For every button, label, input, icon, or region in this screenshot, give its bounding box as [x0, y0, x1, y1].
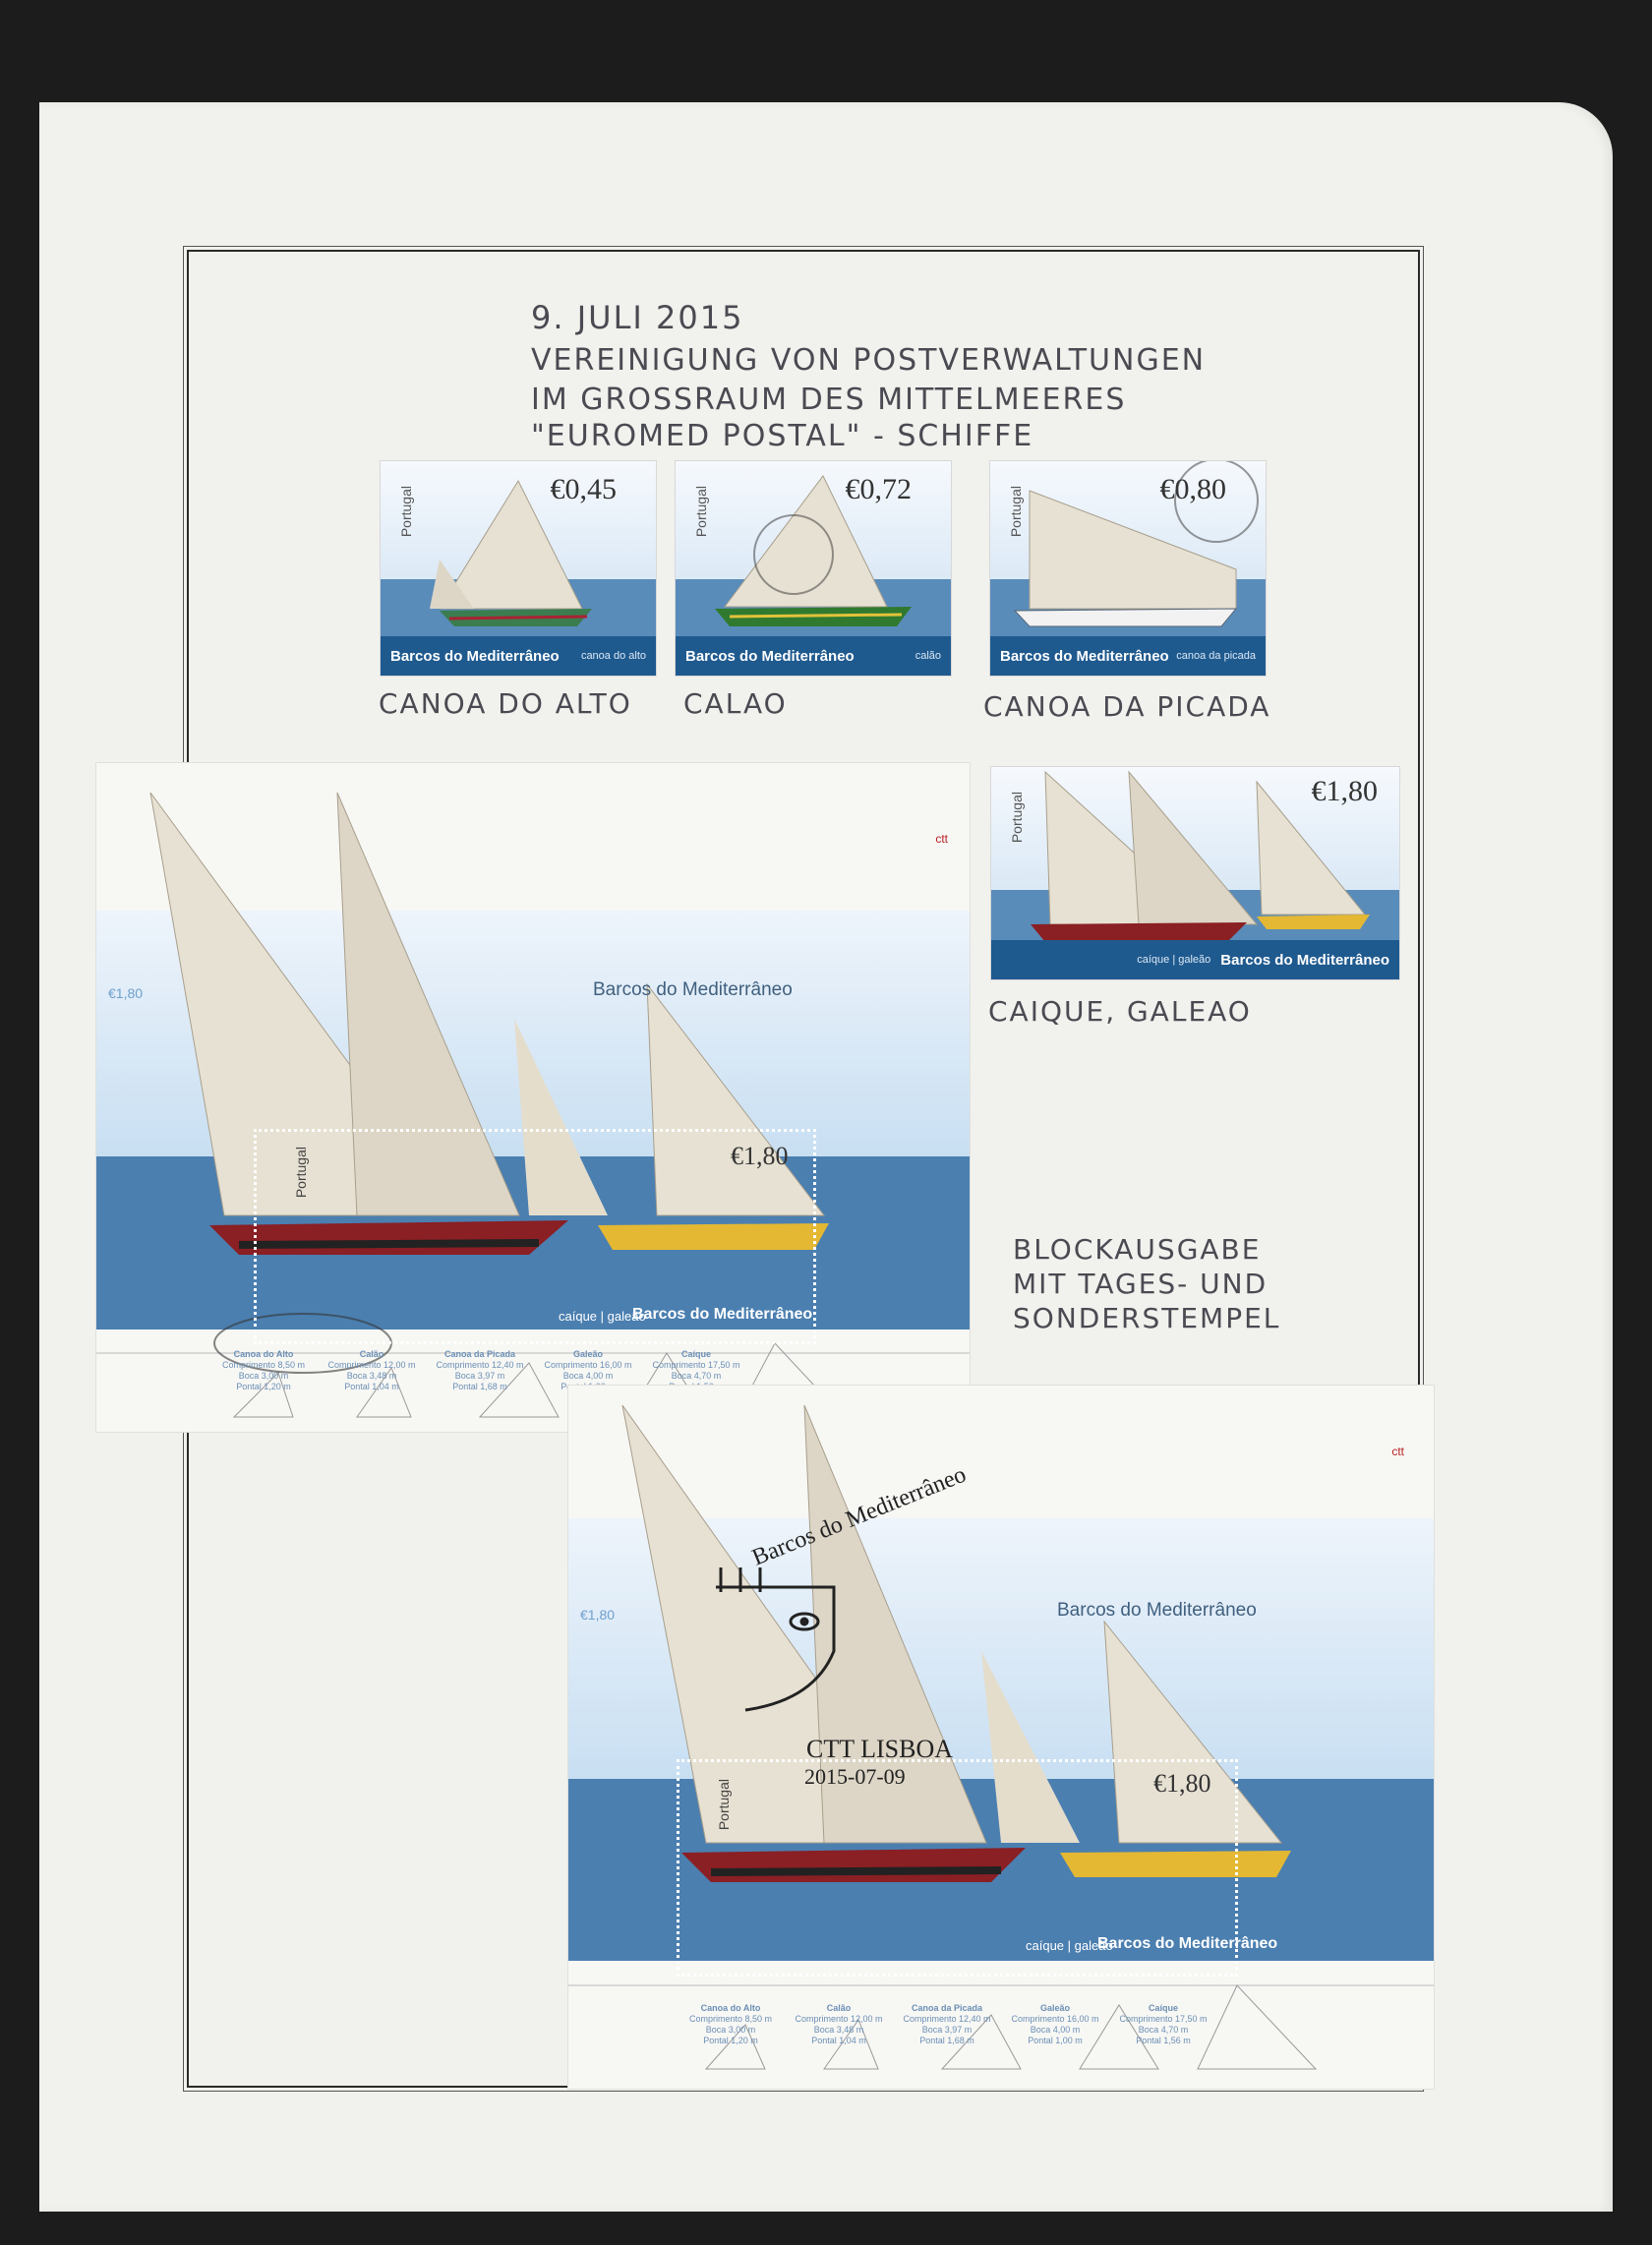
stamp-country: Portugal [693, 486, 709, 538]
stamp-caption: Barcos do Mediterrâneo canoa da picada [990, 636, 1266, 676]
stamp-series: Barcos do Mediterrâneo [390, 647, 560, 665]
inner-stamp-country: Portugal [293, 1147, 309, 1199]
stamp-value: €0,72 [845, 473, 913, 505]
stamp-value: €0,45 [550, 473, 618, 505]
sheet-margin-value: €1,80 [580, 1607, 616, 1623]
album-page: 9. JULI 2015 VEREINIGUNG VON POSTVERWALT… [39, 102, 1613, 2212]
stamp-boat: caíque | galeão [1137, 954, 1211, 966]
stamp-caption: caíque | galeão Barcos do Mediterrâneo [991, 940, 1399, 979]
label-calao: CALAO [683, 687, 788, 720]
sheet-margin-value: €1,80 [108, 985, 144, 1001]
stamp-art [381, 461, 656, 636]
block-note-3: SONDERSTEMPEL [1013, 1302, 1281, 1334]
inner-stamp-perforation [677, 1759, 1238, 1977]
inner-stamp-series: Barcos do Mediterrâneo [632, 1306, 813, 1323]
stamp-country: Portugal [1008, 486, 1024, 538]
stamp-boat: canoa da picada [1176, 650, 1256, 662]
label-caique-galeao: CAIQUE, GALEAO [988, 995, 1252, 1028]
inner-stamp-country: Portugal [716, 1779, 732, 1831]
stamp-art [990, 461, 1266, 636]
inner-stamp-value: €1,80 [731, 1142, 789, 1170]
sheet-art [568, 1404, 1434, 2070]
inner-stamp-series: Barcos do Mediterrâneo [1097, 1935, 1278, 1952]
stamp-boat: canoa do alto [580, 650, 646, 662]
note-date: 9. JULI 2015 [531, 299, 744, 336]
ctt-logo: ctt [1391, 1445, 1404, 1458]
stamp-art [676, 461, 951, 636]
stamp-canoa-do-alto: Portugal €0,45 Barcos do Mediterrâneo ca… [376, 456, 661, 680]
stamp-calao: Portugal €0,72 Barcos do Mediterrâneo ca… [671, 456, 956, 680]
inner-stamp-boat: caíque | galeão [1026, 1938, 1113, 1953]
stamp-value: €1,80 [1311, 775, 1379, 807]
souvenir-sheet-2: ctt €1,80 Barcos do Mediterrâneo Portuga… [568, 1386, 1434, 2089]
stamp-value: €0,80 [1159, 473, 1227, 505]
stamp-series: Barcos do Mediterrâneo [1000, 647, 1169, 665]
stamp-boat: calão [914, 650, 941, 662]
block-note-2: MIT TAGES- UND [1013, 1268, 1268, 1300]
stamp-canoa-da-picada: Portugal €0,80 Barcos do Mediterrâneo ca… [985, 456, 1270, 680]
label-canoa-do-alto: CANOA DO ALTO [379, 687, 632, 720]
block-note-1: BLOCKAUSGABE [1013, 1233, 1262, 1266]
stamp-caption: Barcos do Mediterrâneo calão [676, 636, 951, 676]
inner-stamp-boat: caíque | galeão [559, 1309, 646, 1324]
stamp-caption: Barcos do Mediterrâneo canoa do alto [381, 636, 656, 676]
stamp-caique-galeao: Portugal €1,80 caíque | galeão Barcos do… [986, 762, 1404, 984]
label-canoa-da-picada: CANOA DA PICADA [983, 690, 1271, 723]
sheet-title: Barcos do Mediterrâneo [593, 979, 793, 1000]
inner-stamp-perforation [254, 1129, 816, 1344]
note-line-3: "EUROMED POSTAL" - SCHIFFE [531, 419, 1034, 453]
postmark-place: CTT LISBOA [806, 1735, 954, 1763]
stamp-art [991, 767, 1399, 942]
sheet-art [96, 792, 970, 1418]
stamp-series: Barcos do Mediterrâneo [685, 647, 855, 665]
ctt-logo: ctt [935, 832, 948, 846]
stamp-series: Barcos do Mediterrâneo [1220, 951, 1389, 969]
note-line-1: VEREINIGUNG VON POSTVERWALTUNGEN [531, 343, 1207, 378]
inner-stamp-value: €1,80 [1153, 1769, 1211, 1798]
stamp-country: Portugal [398, 486, 414, 538]
sheet-title: Barcos do Mediterrâneo [1057, 1600, 1257, 1621]
souvenir-sheet-1: ctt €1,80 Barcos do Mediterrâneo Portuga… [96, 763, 970, 1432]
stamp-country: Portugal [1009, 792, 1025, 844]
note-line-2: IM GROSSRAUM DES MITTELMEERES [531, 383, 1127, 417]
postmark-date: 2015-07-09 [804, 1764, 906, 1789]
